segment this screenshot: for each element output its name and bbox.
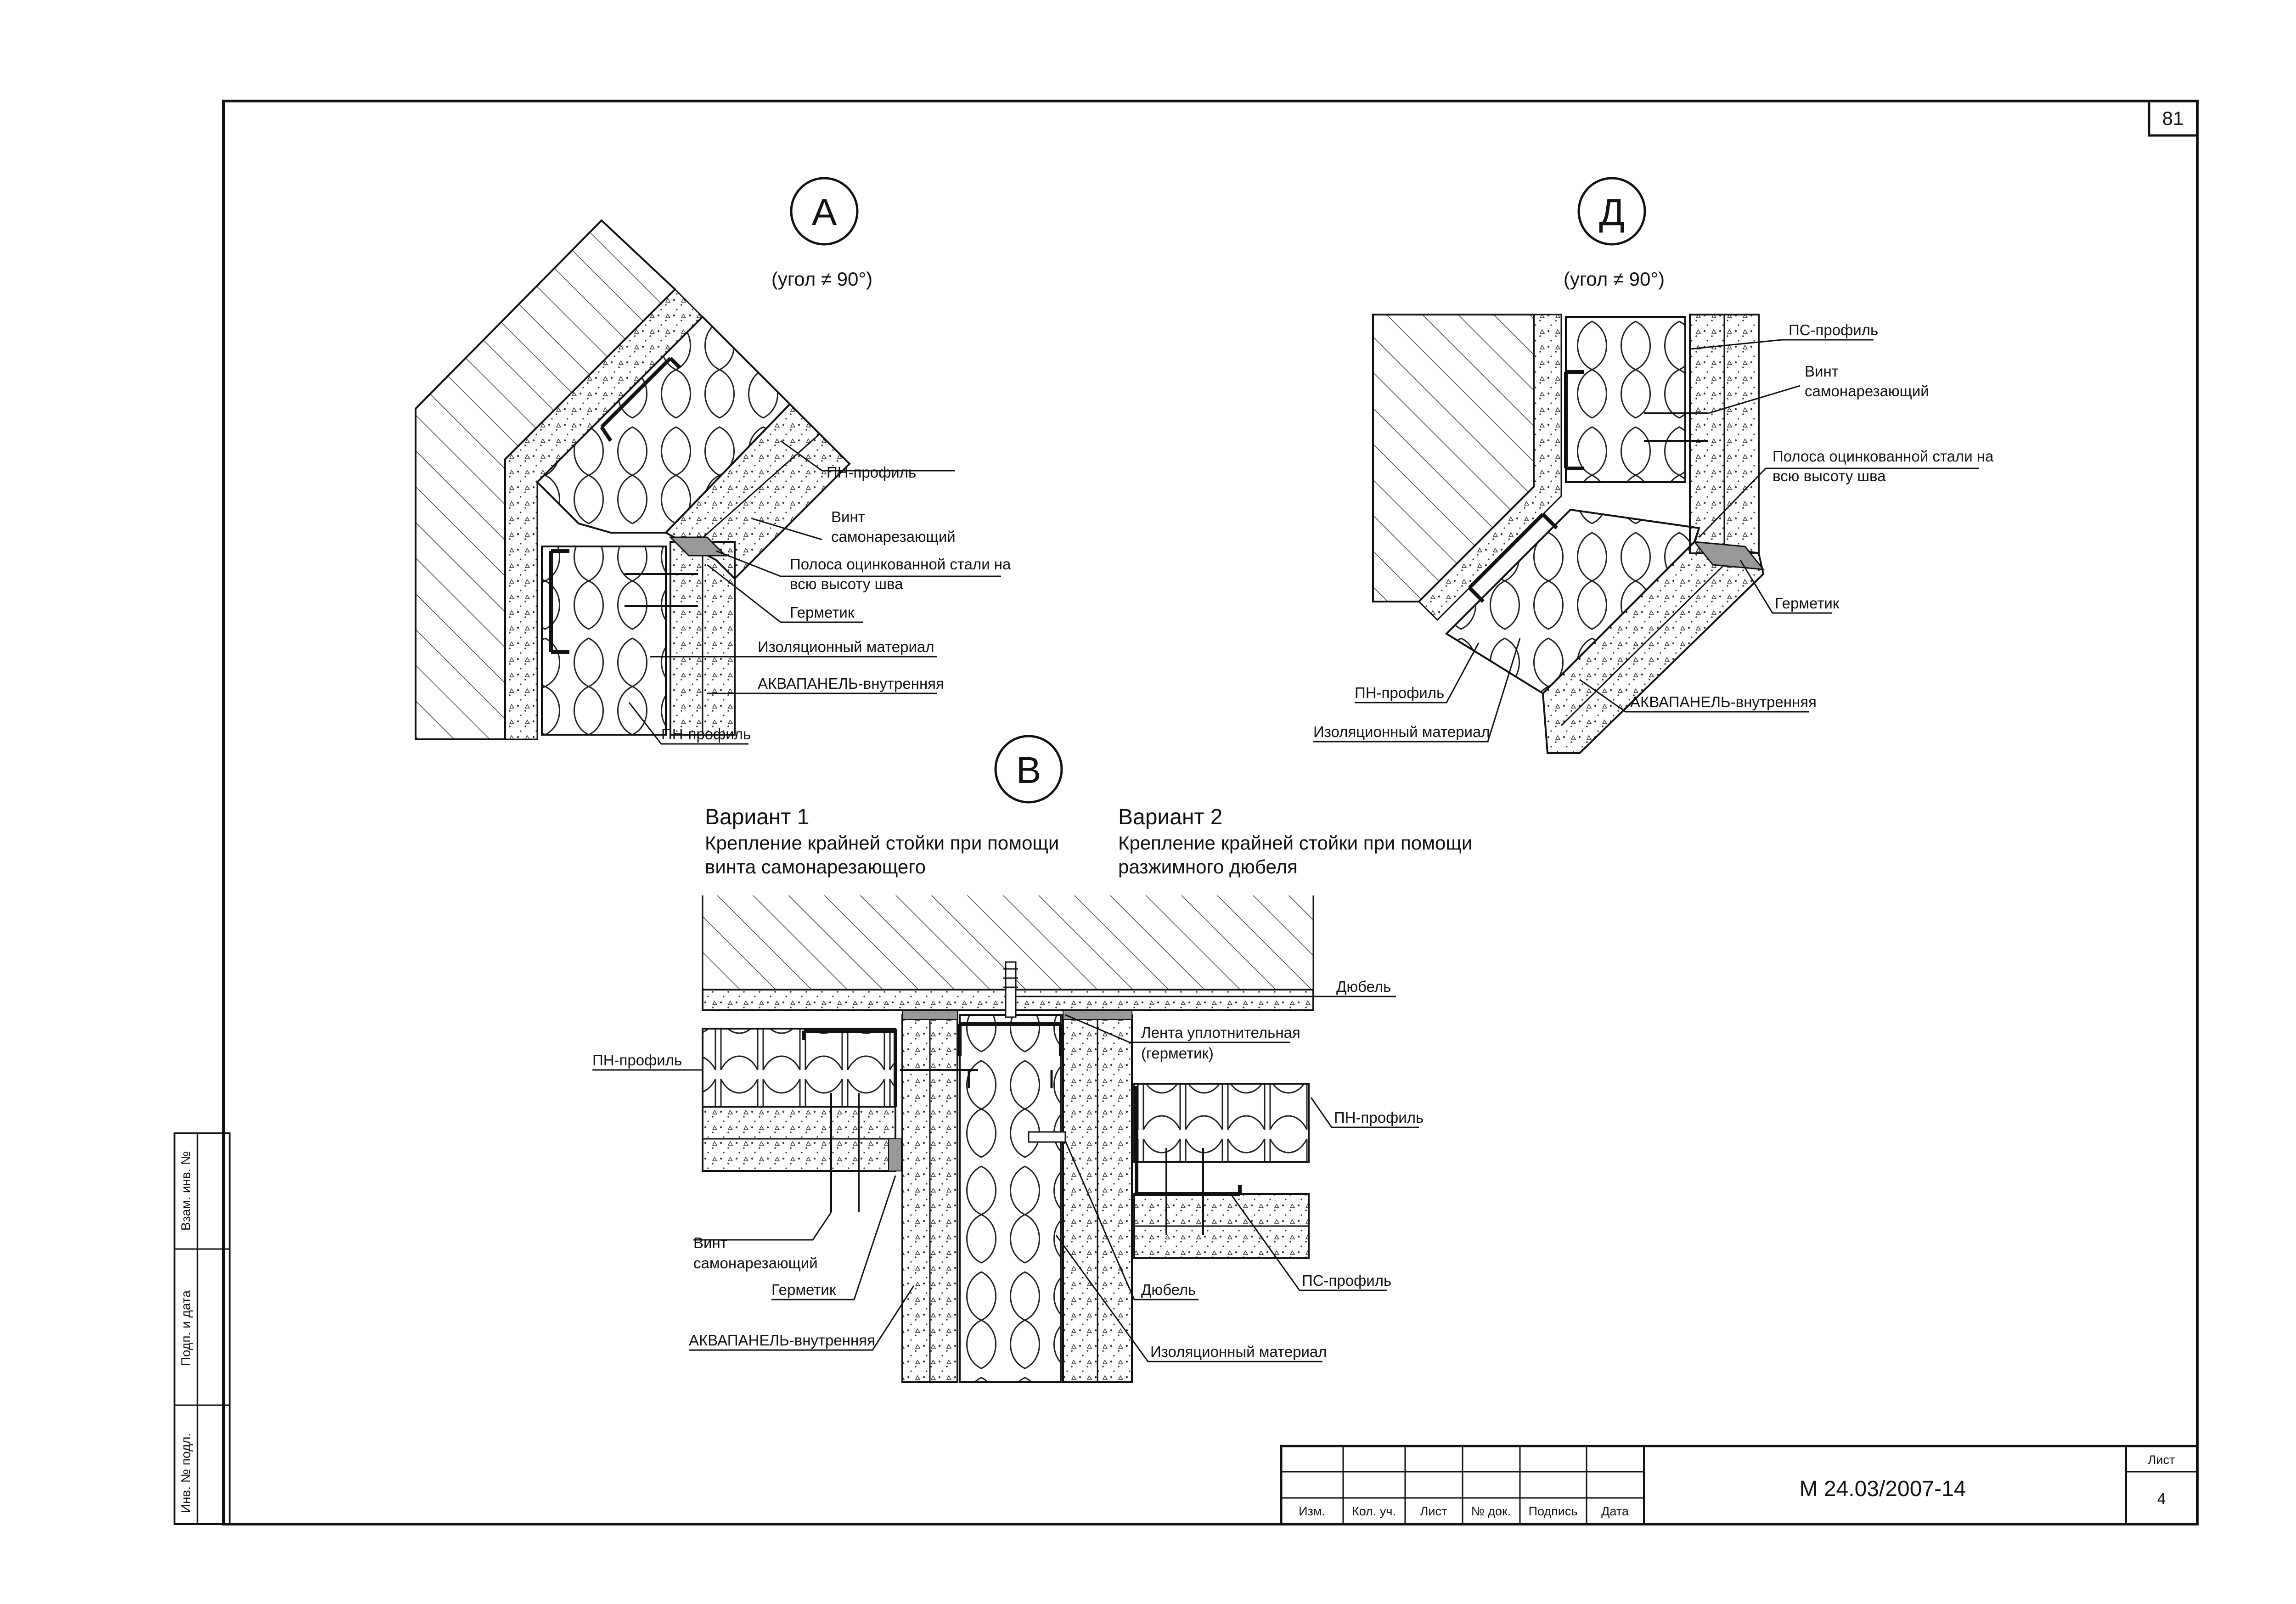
- detail-v-right-insulation: [1133, 1083, 1310, 1163]
- callout-label: АКВАПАНЕЛЬ-внутренняя: [758, 675, 944, 692]
- stamp-col-doc: № док.: [1471, 1504, 1511, 1518]
- title-block: Изм. Кол. уч. Лист № док. Подпись Дата М…: [1280, 1445, 2199, 1525]
- detail-a-note: (угол ≠ 90°): [771, 268, 872, 290]
- variant2-desc-2: разжимного дюбеля: [1118, 856, 1298, 878]
- detail-a: А (угол ≠ 90°) ПН-профиль Винт самонарез…: [415, 177, 1011, 745]
- stamp-col-list: Лист: [1420, 1504, 1447, 1518]
- stamp-col-izm: Изм.: [1299, 1504, 1325, 1518]
- side-stamp-cell-3: Инв. № подл.: [179, 1433, 193, 1513]
- side-stamp: Взам. инв. № Подп. и дата Инв. № подл.: [174, 1132, 231, 1525]
- callout-label: самонарезающий: [693, 1255, 818, 1272]
- callout-label: ПН-профиль: [592, 1052, 682, 1069]
- callout-label: Полоса оцинкованной стали на: [1773, 448, 1994, 465]
- detail-v-wall-insulation: [959, 1014, 1062, 1383]
- sheet-label: Лист: [2148, 1453, 2175, 1467]
- callout-label: Изоляционный материал: [1313, 723, 1490, 740]
- detail-v-left-insulation: [702, 1028, 896, 1108]
- variant2-desc-1: Крепление крайней стойки при помощи: [1118, 832, 1472, 854]
- outer-frame: [222, 100, 2199, 1525]
- callout-label: АКВАПАНЕЛЬ-внутренняя: [689, 1332, 875, 1349]
- callout-label: Винт: [693, 1234, 727, 1251]
- detail-a-marker-circle: [790, 177, 859, 246]
- callout-label: ПН-профиль: [827, 464, 916, 481]
- callout-label: Изоляционный материал: [758, 638, 934, 655]
- sheet-number: 4: [2157, 1490, 2166, 1507]
- callout-label: самонарезающий: [831, 528, 956, 545]
- callout-label: Дюбель: [1336, 978, 1391, 995]
- callout-label: ПН-профиль: [661, 726, 751, 743]
- detail-v: В Вариант 1 Крепление крайней стойки при…: [592, 735, 1472, 1383]
- callout-label: Изоляционный материал: [1150, 1343, 1327, 1360]
- callout-label: (герметик): [1141, 1045, 1214, 1062]
- variant2-title: Вариант 2: [1118, 805, 1222, 829]
- callout-label: ПС-профиль: [1302, 1272, 1391, 1289]
- callout-label: ПН-профиль: [1334, 1109, 1424, 1126]
- document-code: М 24.03/2007-14: [1800, 1477, 1966, 1501]
- callout-label: Герметик: [1775, 595, 1840, 612]
- callout-label: Винт: [1805, 363, 1839, 380]
- callout-label: Герметик: [771, 1281, 836, 1298]
- callout-label: всю высоту шва: [1773, 467, 1886, 484]
- variant1-title: Вариант 1: [705, 805, 809, 829]
- detail-a-marker: А: [812, 191, 837, 233]
- detail-v-marker-circle: [994, 735, 1063, 804]
- stamp-col-kol: Кол. уч.: [1352, 1504, 1396, 1518]
- detail-d-concrete: [1372, 314, 1535, 602]
- side-stamp-cell-2: Подп. и дата: [179, 1290, 193, 1366]
- detail-d-insulation-angled: [1445, 508, 1700, 695]
- callout-label: Лента уплотнительная: [1141, 1024, 1300, 1041]
- callout-label: Полоса оцинкованной стали на: [790, 556, 1011, 573]
- callout-label: ПС-профиль: [1789, 321, 1878, 338]
- side-stamp-cell-1: Взам. инв. №: [179, 1151, 193, 1231]
- page-number-box: [2148, 100, 2199, 137]
- detail-d: Д (угол ≠ 90°) ПС-профиль Винт самонарез…: [1313, 177, 1994, 754]
- callout-label: АКВАПАНЕЛЬ-внутренняя: [1630, 693, 1817, 710]
- detail-d-insulation-vertical: [1565, 316, 1686, 483]
- detail-d-marker-circle: [1577, 177, 1646, 246]
- variant1-desc-2: винта самонарезающего: [705, 856, 926, 878]
- callout-label: самонарезающий: [1805, 383, 1929, 400]
- variant1-desc-1: Крепление крайней стойки при помощи: [705, 832, 1059, 854]
- callout-label: всю высоту шва: [790, 575, 903, 592]
- callout-label: Герметик: [790, 604, 855, 621]
- page-number: 81: [2162, 107, 2184, 129]
- callout-label: ПН-профиль: [1355, 684, 1444, 701]
- detail-v-marker: В: [1016, 749, 1041, 791]
- callout-label: Винт: [831, 508, 865, 525]
- detail-d-marker: Д: [1599, 191, 1625, 233]
- stamp-col-date: Дата: [1601, 1504, 1629, 1518]
- stamp-col-sign: Подпись: [1529, 1504, 1578, 1518]
- callout-label: Дюбель: [1141, 1281, 1196, 1298]
- detail-a-insulation-vertical: [541, 546, 667, 736]
- detail-d-note: (угол ≠ 90°): [1564, 268, 1665, 290]
